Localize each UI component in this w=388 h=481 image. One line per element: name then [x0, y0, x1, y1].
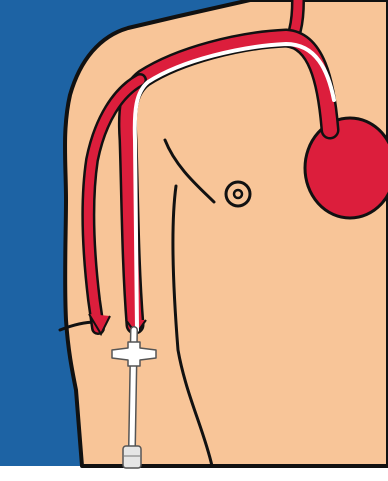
bottom-margin — [0, 466, 388, 481]
neck-vein-fill — [295, 0, 298, 30]
body-silhouette — [65, 0, 388, 466]
heart-shape — [305, 118, 388, 218]
catheter-connector — [123, 446, 141, 468]
